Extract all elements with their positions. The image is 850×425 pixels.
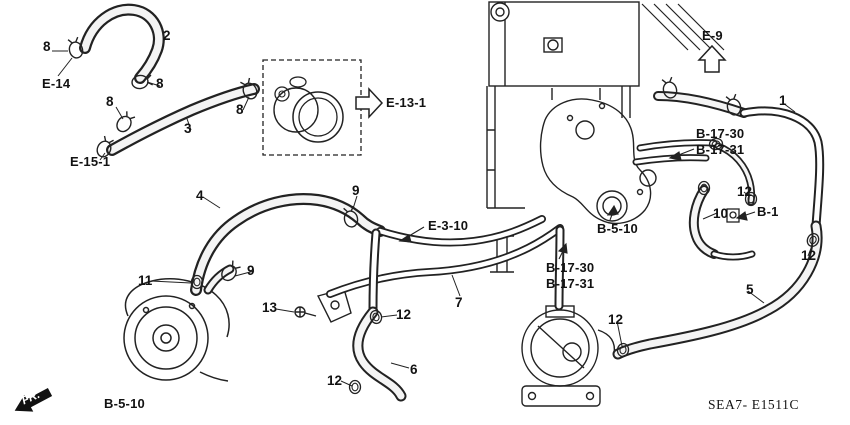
ref-b-5-10-mid: B-5-10: [597, 221, 638, 236]
bolt-13: [294, 306, 317, 318]
ref-b-5-10-bottom: B-5-10: [104, 396, 145, 411]
callout-12-b: 12: [801, 248, 817, 263]
b1-bracket: [726, 208, 740, 223]
ref-arrow-e-13-1: [355, 87, 384, 119]
callout-1: 1: [779, 93, 787, 108]
callout-12-c: 12: [396, 307, 412, 322]
air-pump: [123, 278, 230, 382]
thermostat-housing: [539, 88, 657, 225]
callout-2: 2: [163, 28, 171, 43]
ref-e-9: E-9: [702, 28, 723, 43]
hoses-and-pipes: [79, 3, 825, 402]
callout-9-lower: 9: [247, 263, 255, 278]
callout-4: 4: [196, 188, 204, 203]
pointer-arrows: [398, 148, 756, 260]
callout-8-right: 8: [236, 102, 244, 117]
callout-8-left: 8: [106, 94, 114, 109]
callout-12-d: 12: [608, 312, 624, 327]
oil-cooler-detail: [262, 59, 362, 156]
ref-b-17-30-right: B-17-30: [696, 126, 745, 141]
ref-e-13-1: E-13-1: [386, 95, 427, 110]
fr-direction-arrow: [14, 388, 53, 412]
callout-5: 5: [746, 282, 754, 297]
callout-8-top-left: 8: [43, 39, 51, 54]
ref-e-14: E-14: [42, 76, 71, 91]
radiator-assembly: [486, 1, 725, 209]
ref-arrow-e-9: [697, 44, 727, 73]
ref-e-15-1: E-15-1: [70, 154, 111, 169]
callout-13: 13: [262, 300, 278, 315]
callout-12-e: 12: [327, 373, 343, 388]
throttle-body: [521, 305, 616, 407]
callout-6: 6: [410, 362, 418, 377]
wire-clamp-icons: [190, 136, 822, 395]
callout-7: 7: [455, 295, 463, 310]
callout-12-a: 12: [737, 184, 753, 199]
callout-9-top: 9: [352, 183, 360, 198]
diagram-code: SEA7- E1511C: [708, 397, 800, 412]
callout-8-upper: 8: [156, 76, 164, 91]
ref-b-17-31-mid: B-17-31: [546, 276, 595, 291]
ref-b-1: B-1: [757, 204, 779, 219]
callout-10: 10: [713, 206, 729, 221]
ref-b-17-31-right: B-17-31: [696, 142, 745, 157]
callout-3: 3: [184, 121, 192, 136]
ref-b-17-30-mid: B-17-30: [546, 260, 595, 275]
callout-11: 11: [138, 273, 153, 288]
ref-e-3-10: E-3-10: [428, 218, 469, 233]
